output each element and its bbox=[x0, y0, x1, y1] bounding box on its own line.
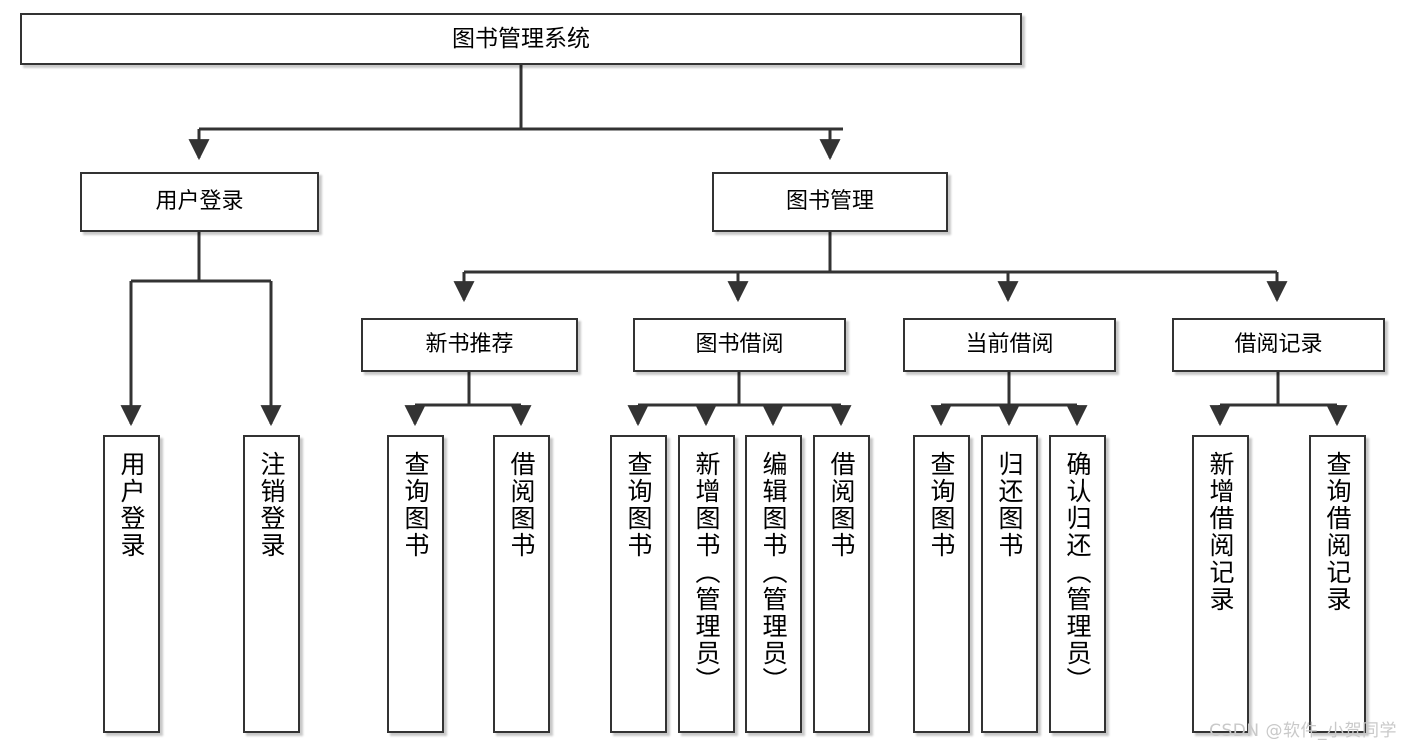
leaf-confirm-return[interactable]: 确认归还（管理员） bbox=[1049, 435, 1106, 733]
leaf-user-login[interactable]: 用户登录 bbox=[103, 435, 160, 733]
leaf-label: 查询借阅记录 bbox=[1323, 451, 1352, 613]
leaf-label: 借阅图书 bbox=[827, 451, 856, 559]
leaf-label: 查询图书 bbox=[927, 451, 956, 559]
node-label: 图书借阅 bbox=[695, 332, 784, 358]
leaf-query-book-3[interactable]: 查询图书 bbox=[913, 435, 970, 733]
node-user-login[interactable]: 用户登录 bbox=[80, 172, 319, 232]
leaf-label: 借阅图书 bbox=[507, 451, 536, 559]
leaf-borrow-book-2[interactable]: 借阅图书 bbox=[813, 435, 870, 733]
leaf-add-record[interactable]: 新增借阅记录 bbox=[1192, 435, 1249, 733]
leaf-label: 用户登录 bbox=[117, 451, 146, 559]
leaf-query-book-2[interactable]: 查询图书 bbox=[610, 435, 667, 733]
node-label: 图书管理系统 bbox=[452, 25, 590, 52]
leaf-label: 归还图书 bbox=[995, 451, 1024, 559]
node-borrow-record[interactable]: 借阅记录 bbox=[1172, 318, 1385, 372]
node-new-book-recommend[interactable]: 新书推荐 bbox=[361, 318, 578, 372]
node-label: 用户登录 bbox=[155, 189, 244, 215]
node-label: 图书管理 bbox=[785, 189, 874, 215]
node-book-borrow[interactable]: 图书借阅 bbox=[633, 318, 846, 372]
node-current-borrow[interactable]: 当前借阅 bbox=[903, 318, 1116, 372]
leaf-label: 查询图书 bbox=[624, 451, 653, 559]
node-book-manage[interactable]: 图书管理 bbox=[712, 172, 948, 232]
leaf-label: 新增图书（管理员） bbox=[692, 451, 721, 694]
leaf-label: 新增借阅记录 bbox=[1206, 451, 1235, 613]
leaf-add-book[interactable]: 新增图书（管理员） bbox=[678, 435, 735, 733]
node-label: 当前借阅 bbox=[965, 332, 1054, 358]
leaf-query-book-1[interactable]: 查询图书 bbox=[387, 435, 444, 733]
leaf-edit-book[interactable]: 编辑图书（管理员） bbox=[745, 435, 802, 733]
leaf-label: 确认归还（管理员） bbox=[1063, 451, 1092, 694]
leaf-borrow-book-1[interactable]: 借阅图书 bbox=[493, 435, 550, 733]
leaf-return-book[interactable]: 归还图书 bbox=[981, 435, 1038, 733]
leaf-label: 查询图书 bbox=[401, 451, 430, 559]
leaf-label: 编辑图书（管理员） bbox=[759, 451, 788, 694]
leaf-label: 注销登录 bbox=[257, 451, 286, 559]
leaf-logout-login[interactable]: 注销登录 bbox=[243, 435, 300, 733]
leaf-query-record[interactable]: 查询借阅记录 bbox=[1309, 435, 1366, 733]
watermark: CSDN @软件_小贺同学 bbox=[1209, 721, 1397, 741]
node-book-management-system[interactable]: 图书管理系统 bbox=[20, 13, 1022, 65]
node-label: 新书推荐 bbox=[425, 332, 514, 358]
node-label: 借阅记录 bbox=[1234, 332, 1323, 358]
